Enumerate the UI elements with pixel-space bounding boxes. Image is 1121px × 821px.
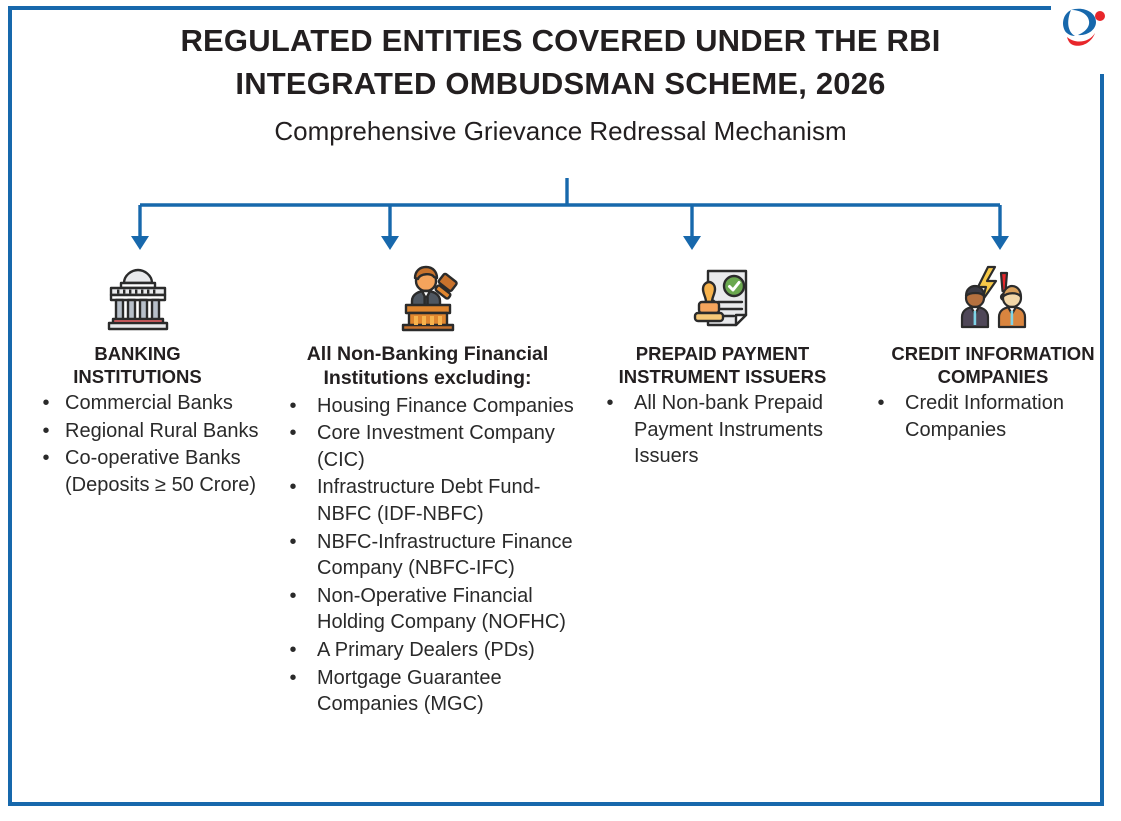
list-item: • Co-operative Banks (Deposits ≥ 50 Cror…: [38, 445, 275, 498]
column-heading-line: BANKING: [94, 343, 181, 364]
list-item: • Housing Finance Companies: [285, 393, 580, 420]
column-heading: CREDIT INFORMATION COMPANIES: [865, 343, 1121, 388]
bullet-glyph: •: [289, 638, 297, 661]
arrow-head-3: [683, 236, 701, 250]
entity-list: • All Non-bank Prepaid Payment Instrumen…: [580, 390, 865, 470]
bullet-glyph: •: [289, 666, 297, 689]
bullet-glyph: •: [289, 584, 297, 607]
bullet-glyph: •: [606, 392, 614, 415]
list-item: • Commercial Banks: [38, 390, 275, 417]
list-item: • Mortgage Guarantee Companies (MGC): [285, 665, 580, 718]
column-heading: BANKING INSTITUTIONS: [0, 343, 275, 388]
page-subtitle: Comprehensive Grievance Redressal Mechan…: [274, 115, 847, 146]
list-item-label: Housing Finance Companies: [317, 394, 574, 417]
list-item: • All Non-bank Prepaid Payment Instrumen…: [602, 390, 865, 470]
page-title-line-2: INTEGRATED OMBUDSMAN SCHEME, 2026: [235, 65, 886, 101]
list-item: • Core Investment Company (CIC): [285, 420, 580, 473]
bullet-glyph: •: [877, 392, 885, 415]
column-heading-line: COMPANIES: [937, 365, 1049, 387]
category-column-credit-information-companies: CREDIT INFORMATION COMPANIES • Credit In…: [865, 255, 1121, 444]
list-item-label: Infrastructure Debt Fund-NBFC (IDF-NBFC): [317, 476, 541, 525]
column-heading-line: Institutions excluding:: [323, 366, 532, 389]
judge-gavel-icon: [275, 255, 580, 333]
list-item: • A Primary Dealers (PDs): [285, 637, 580, 664]
list-item: • NBFC-Infrastructure Finance Company (N…: [285, 529, 580, 582]
category-column-prepaid-payment-instrument-issuers: PREPAID PAYMENT INSTRUMENT ISSUERS • All…: [580, 255, 865, 471]
column-heading: PREPAID PAYMENT INSTRUMENT ISSUERS: [580, 343, 865, 388]
list-item-label: Co-operative Banks (Deposits ≥ 50 Crore): [65, 447, 257, 496]
list-item-label: Regional Rural Banks: [65, 419, 259, 442]
bullet-glyph: •: [42, 447, 50, 470]
list-item: • Credit Information Companies: [873, 390, 1121, 443]
list-item-label: Non-Operative Financial Holding Company …: [317, 584, 566, 634]
arrow-head-4: [991, 236, 1009, 250]
frame-border-left: [8, 6, 12, 806]
arrow-head-1: [131, 236, 149, 250]
list-item-label: Commercial Banks: [65, 392, 233, 415]
list-item-label: Core Investment Company (CIC): [317, 422, 555, 471]
column-heading-line: PREPAID PAYMENT: [635, 343, 810, 364]
entity-list: • Credit Information Companies: [865, 390, 1121, 443]
list-item-label: Mortgage Guarantee Companies (MGC): [317, 666, 502, 716]
entity-list: • Commercial Banks • Regional Rural Bank…: [0, 390, 275, 498]
column-heading-line: All Non-Banking Financial: [306, 343, 549, 365]
bullet-glyph: •: [42, 419, 50, 442]
bullet-glyph: •: [289, 422, 297, 445]
dispute-people-icon: [865, 255, 1121, 333]
frame-border-right: [1100, 74, 1104, 806]
bullet-glyph: •: [42, 392, 50, 415]
category-columns: BANKING INSTITUTIONS • Commercial Banks …: [0, 255, 1121, 815]
list-item-label: Credit Information Companies: [905, 392, 1064, 441]
list-item: • Non-Operative Financial Holding Compan…: [285, 583, 580, 636]
bullet-glyph: •: [289, 394, 297, 417]
arrow-head-2: [381, 236, 399, 250]
bank-building-icon: [0, 255, 275, 333]
frame-border-bottom: [8, 802, 1104, 806]
category-column-banking-institutions: BANKING INSTITUTIONS • Commercial Banks …: [0, 255, 275, 500]
header: REGULATED ENTITIES COVERED UNDER THE RBI…: [0, 20, 1121, 147]
list-item-label: NBFC-Infrastructure Finance Company (NBF…: [317, 530, 573, 580]
bullet-glyph: •: [289, 530, 297, 553]
bullet-glyph: •: [289, 476, 297, 499]
column-heading-line: CREDIT INFORMATION: [891, 343, 1095, 364]
column-heading-line: INSTRUMENT ISSUERS: [618, 365, 827, 387]
connector-tree: [0, 170, 1121, 260]
page-title: REGULATED ENTITIES COVERED UNDER THE RBI…: [0, 20, 1121, 106]
frame-border-top: [8, 6, 1051, 10]
list-item-label: A Primary Dealers (PDs): [317, 638, 535, 661]
entity-list: • Housing Finance Companies • Core Inves…: [275, 393, 580, 718]
page-title-line-1: REGULATED ENTITIES COVERED UNDER THE RBI: [180, 23, 941, 58]
column-heading-line: INSTITUTIONS: [73, 365, 202, 387]
column-heading: All Non-Banking Financial Institutions e…: [275, 343, 580, 391]
list-item: • Regional Rural Banks: [38, 418, 275, 445]
category-column-non-banking-financial-institutions: All Non-Banking Financial Institutions e…: [275, 255, 580, 719]
brand-logo: [1049, 4, 1107, 56]
list-item: • Infrastructure Debt Fund-NBFC (IDF-NBF…: [285, 474, 580, 527]
stamped-document-icon: [580, 255, 865, 333]
list-item-label: All Non-bank Prepaid Payment Instruments…: [634, 392, 823, 468]
